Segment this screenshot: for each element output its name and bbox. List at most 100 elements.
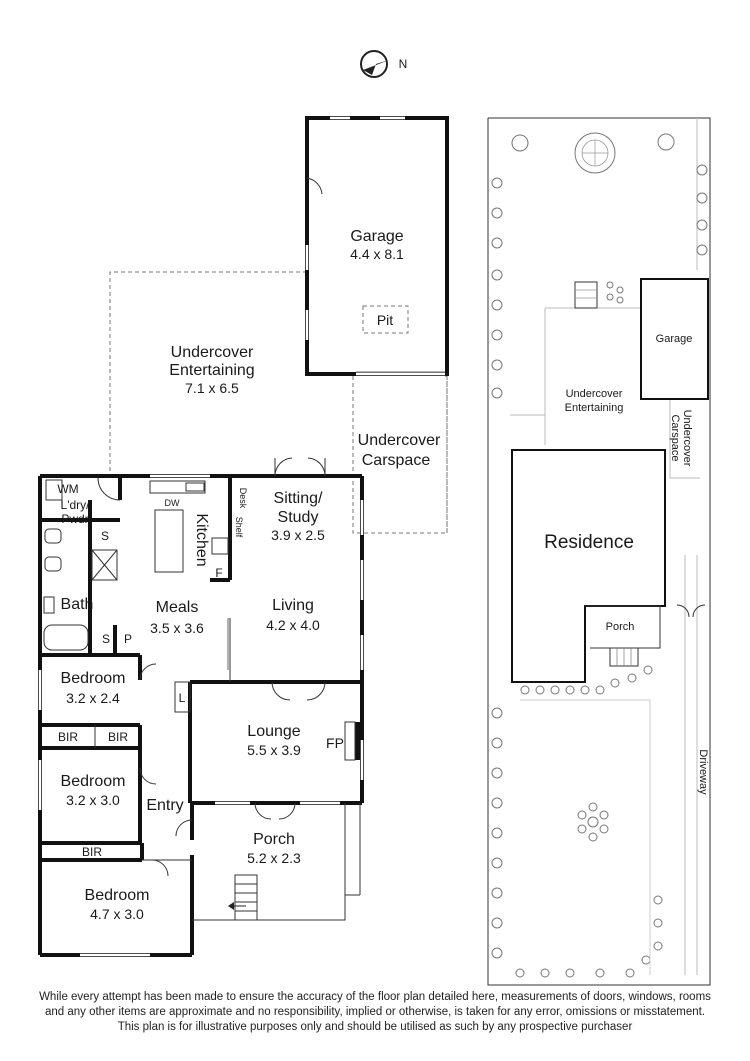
p-label: P: [124, 632, 132, 646]
sitting-dims: 3.9 x 2.5: [271, 527, 325, 543]
site-carspace-line2: Carspace: [669, 414, 681, 461]
sitting-door-right: [307, 457, 326, 477]
tree-icon: [511, 134, 529, 152]
pit-name: Pit: [377, 312, 393, 328]
kitchen-name: Kitchen: [193, 513, 210, 566]
laundry-door: [97, 477, 121, 501]
undercover-carspace-line1: Undercover: [358, 432, 441, 449]
porch-name: Porch: [253, 831, 295, 848]
porch-door-left: [254, 802, 272, 820]
large-tree-icon: [574, 132, 616, 174]
entry-door: [175, 819, 193, 837]
disclaimer-line-2: and any other items are approximate and …: [44, 1006, 706, 1018]
lounge-door-left: [271, 681, 291, 701]
lounge-door-right: [306, 681, 326, 701]
meals-name: Meals: [156, 599, 199, 616]
undercover-entertaining-line2: Entertaining: [169, 362, 254, 379]
site-porch-label: Porch: [606, 621, 635, 633]
bir2-label: BIR: [108, 730, 128, 744]
right-shrub-row: [641, 164, 708, 965]
cooktop: [211, 537, 229, 555]
bath-vanity: [43, 596, 55, 614]
garage-structure: [305, 116, 449, 376]
compass: N: [360, 50, 408, 78]
bedroom1-name: Bedroom: [61, 670, 126, 687]
meals-dims: 3.5 x 3.6: [150, 620, 204, 636]
undercover-entertaining-outline: [109, 271, 307, 478]
sitting-door-left: [274, 457, 293, 477]
disclaimer-line-1: While every attempt has been made to ens…: [39, 991, 711, 1003]
site-entertaining-line1: Undercover: [566, 388, 623, 400]
left-shrub-row: [491, 177, 503, 959]
lounge-dims: 5.5 x 3.9: [247, 742, 301, 758]
bath-toilet: [44, 556, 62, 572]
bedroom2-door: [139, 767, 157, 785]
site-garage: [640, 278, 709, 400]
fireplace-surround: [344, 721, 356, 761]
sitting-line2: Study: [278, 509, 319, 526]
site-residence: [511, 449, 666, 683]
bedroom2-dims: 3.2 x 3.0: [66, 792, 120, 808]
front-garden-circle: [577, 802, 609, 842]
wm-label: WM: [57, 482, 78, 496]
laundry-line2: Pwdr: [61, 512, 88, 526]
site-boundary: [487, 117, 711, 986]
shelf-label: Shelf: [234, 517, 244, 538]
desk-label: Desk: [238, 488, 248, 509]
laundry-toilet: [44, 528, 62, 544]
kitchen-island: [154, 509, 184, 573]
porch-shrub-row: [520, 665, 653, 695]
bedroom3-door: [151, 859, 169, 877]
bedroom2-name: Bedroom: [61, 773, 126, 790]
compass-arrow-icon: [363, 60, 389, 75]
porch-steps: [228, 874, 258, 921]
bedroom3-name: Bedroom: [85, 887, 150, 904]
sitting-line1: Sitting/: [274, 490, 323, 507]
house-windows: [38, 474, 364, 957]
garage-name: Garage: [350, 228, 403, 245]
fp-label: FP: [326, 735, 344, 751]
bottom-shrub-row: [515, 968, 635, 978]
undercover-entertaining-dims: 7.1 x 6.5: [185, 380, 239, 396]
laundry-line1: L'dry/: [61, 498, 91, 512]
site-plan: Garage Undercover Entertaining Undercove…: [487, 117, 711, 986]
fireplace-hearth: [355, 722, 362, 760]
site-residence-label: Residence: [544, 532, 634, 553]
fixtures: [43, 479, 229, 651]
compass-ring: [360, 50, 388, 78]
washing-machine: [45, 479, 63, 501]
disclaimer-line-3: This plan is for illustrative purposes o…: [117, 1021, 633, 1033]
tree-icon: [657, 133, 675, 151]
linen-cupboard: [174, 681, 191, 713]
pit-outline: [362, 305, 409, 334]
undercover-carspace-line2: Carspace: [362, 452, 431, 469]
site-porch-steps: [609, 647, 639, 667]
garage-dims: 4.4 x 8.1: [350, 246, 404, 262]
s-top-label: S: [101, 529, 109, 543]
porch-area: [192, 803, 361, 921]
site-driveway-label: Driveway: [697, 749, 709, 795]
bedroom1-door: [139, 663, 157, 681]
undercover-entertaining-line1: Undercover: [171, 344, 254, 361]
porch-dims: 5.2 x 2.3: [247, 850, 301, 866]
site-carspace-line1: Undercover: [681, 410, 693, 467]
room-labels: Garage 4.4 x 8.1 Pit Undercover Entertai…: [57, 228, 441, 922]
kitchen-sink-bowl: [185, 482, 205, 492]
living-dims: 4.2 x 4.0: [266, 617, 320, 633]
doors: [97, 457, 326, 877]
bir1-label: BIR: [58, 730, 78, 744]
bedroom3-dims: 4.7 x 3.0: [90, 906, 144, 922]
bathtub: [43, 624, 89, 651]
site-garage-label: Garage: [656, 333, 693, 345]
site-steps: [574, 281, 624, 309]
s-bottom-label: S: [102, 632, 110, 646]
disclaimer: While every attempt has been made to ens…: [20, 990, 730, 1035]
compass-north-label: N: [399, 57, 408, 71]
bir3-label: BIR: [82, 845, 102, 859]
bath-name: Bath: [61, 596, 94, 613]
lounge-name: Lounge: [247, 723, 300, 740]
garage-side-door: [306, 177, 323, 195]
site-entertaining-line2: Entertaining: [565, 402, 624, 414]
dw-label: DW: [165, 498, 180, 508]
